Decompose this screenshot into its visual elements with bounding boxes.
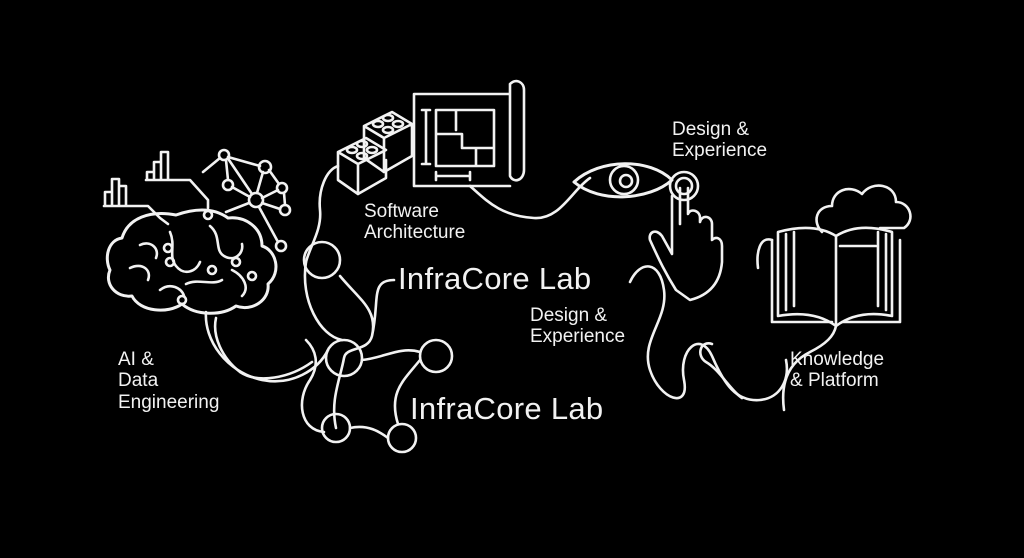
label-line: Architecture <box>364 222 466 244</box>
bar-chart-icon <box>102 150 210 226</box>
label-knowledge-platform: Knowledge & Platform <box>790 349 884 392</box>
label-software-architecture: Software Architecture <box>364 201 465 244</box>
network-graph-icon <box>201 148 292 253</box>
label-line: Experience <box>530 326 626 348</box>
molecule-loop-icon <box>300 240 789 454</box>
label-line: Data <box>118 370 159 392</box>
title-infracore-lab-primary: InfraCore Lab <box>398 261 592 296</box>
label-line: Knowledge <box>790 349 885 370</box>
label-line: AI & <box>118 349 154 370</box>
label-line: Software <box>364 201 439 222</box>
label-design-experience-top: Design & Experience <box>672 119 767 162</box>
label-line: Engineering <box>118 391 220 413</box>
label-design-experience-middle: Design & Experience <box>530 305 625 348</box>
blueprint-scroll-icon <box>412 79 592 220</box>
eye-pointer-icon <box>572 162 724 302</box>
label-line: & Platform <box>790 370 879 392</box>
label-line: Experience <box>672 140 768 162</box>
lego-blocks-icon <box>304 110 414 264</box>
book-cloud-icon <box>756 184 912 412</box>
label-line: Design & <box>672 119 750 140</box>
title-infracore-lab-secondary: InfraCore Lab <box>410 391 604 426</box>
label-line: Design & <box>530 305 608 326</box>
label-ai-data-engineering: AI & Data Engineering <box>118 349 219 413</box>
